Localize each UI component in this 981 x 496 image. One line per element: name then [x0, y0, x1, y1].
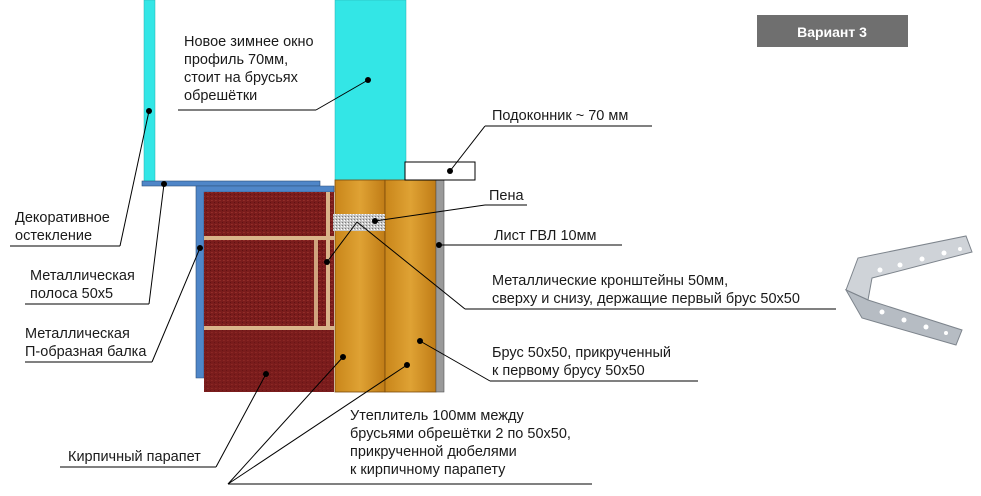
label-u-channel: Металлическая П-образная балка	[25, 326, 147, 360]
label-brackets: Металлические кронштейны 50мм, сверху и …	[492, 273, 800, 307]
window-sill	[404, 161, 476, 181]
label-insulation: Утеплитель 100мм между брусьями обрешётк…	[350, 408, 575, 478]
foam	[333, 214, 385, 231]
metal-strip	[141, 180, 321, 187]
label-beam: Брус 50x50, прикрученный к первому брусу…	[492, 345, 675, 379]
leader-lines	[10, 79, 836, 485]
label-decor-glass: Декоративное остекление	[15, 210, 114, 244]
leader-dots	[146, 77, 453, 377]
label-new-window: Новое зимнее окно профиль 70мм, стоит на…	[184, 34, 318, 104]
label-metal-strip: Металлическая полоса 50x5	[30, 268, 139, 302]
label-parapet: Кирпичный парапет	[68, 449, 201, 465]
variant-badge-text: Вариант 3	[797, 24, 867, 40]
variant-badge-bg	[757, 15, 908, 47]
decorative-glass	[143, 0, 156, 183]
wood-beam-inner	[384, 179, 437, 393]
wood-beam-outer	[334, 179, 386, 393]
label-foam: Пена	[489, 188, 524, 204]
label-gvl: Лист ГВЛ 10мм	[494, 228, 597, 244]
window-glass	[334, 0, 407, 181]
label-sill: Подоконник ~ 70 мм	[492, 108, 628, 124]
brick-parapet	[204, 192, 334, 392]
bracket-image	[844, 235, 973, 346]
variant-badge: Вариант 3	[757, 15, 908, 47]
